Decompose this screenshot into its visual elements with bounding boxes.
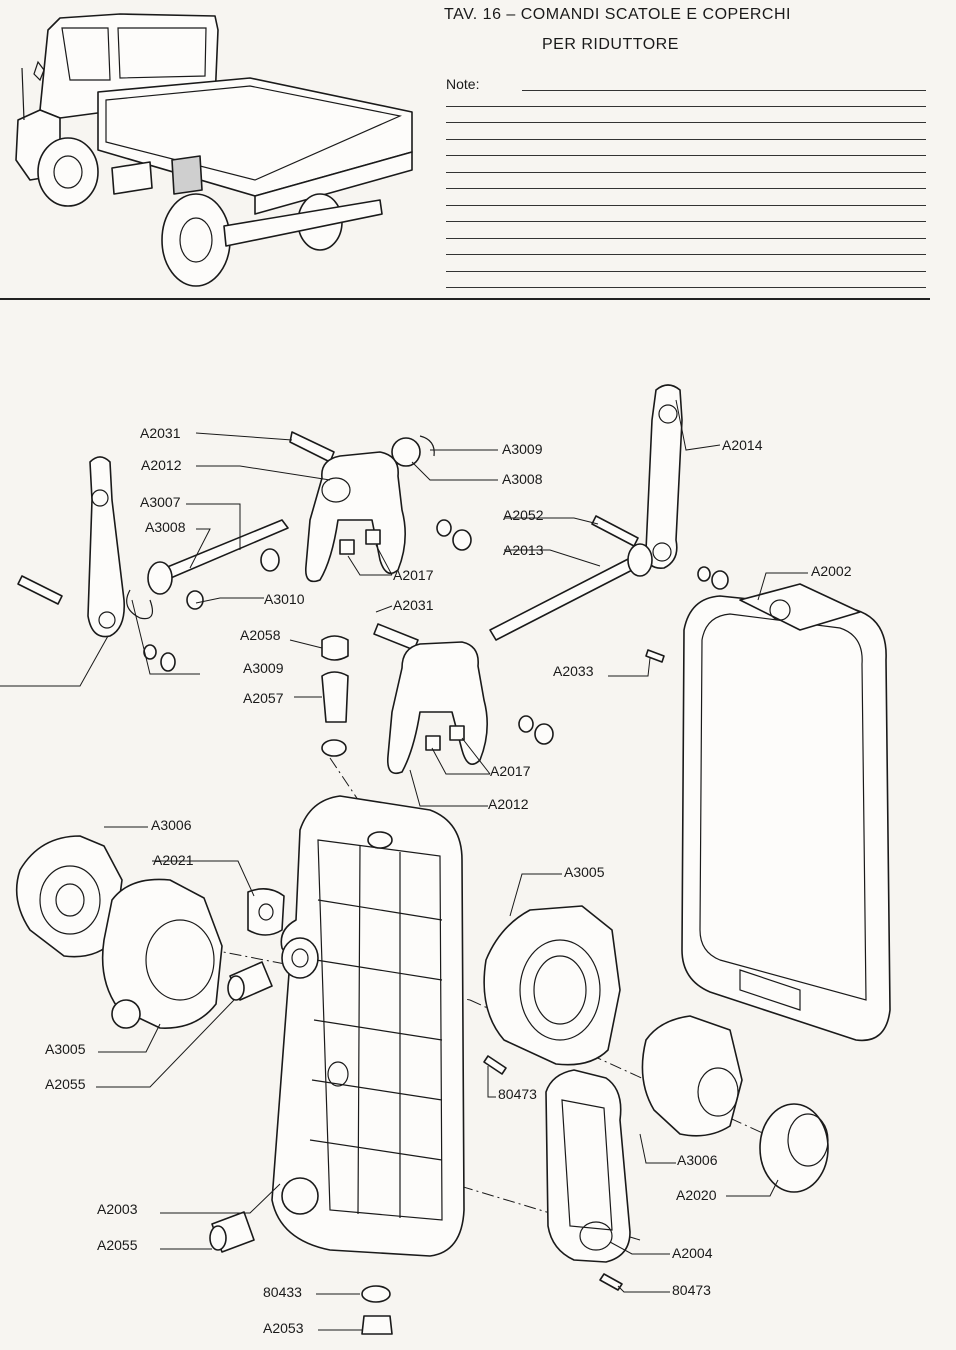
- label-a3006-right: A3006: [677, 1152, 718, 1168]
- label-a3009-right: A3009: [502, 441, 543, 457]
- note-line: [446, 172, 926, 173]
- cover-a2004: [545, 1069, 631, 1263]
- notes-label: Note:: [446, 76, 480, 92]
- label-a3008-left: A3008: [145, 519, 186, 535]
- cover-a2002: [681, 583, 891, 1042]
- note-line: [446, 155, 926, 156]
- note-line: [446, 254, 926, 255]
- note-line: [446, 287, 926, 288]
- left-bearing-group: [15, 835, 285, 1253]
- label-a2058: A2058: [240, 627, 281, 643]
- part-labels: A2031 A2012 A3007 A3008 A3010 A2058 A300…: [45, 425, 852, 1336]
- note-line: [446, 139, 926, 140]
- note-line: [522, 90, 926, 91]
- label-a2013: A2013: [503, 542, 544, 558]
- label-a2004: A2004: [672, 1245, 713, 1261]
- header: TAV. 16 – COMANDI SCATOLE E COPERCHI PER…: [0, 0, 956, 302]
- note-line: [446, 188, 926, 189]
- right-lever-assembly: [489, 384, 729, 663]
- label-a2020: A2020: [676, 1187, 717, 1203]
- label-a3005-right: A3005: [564, 864, 605, 880]
- note-line: [446, 122, 926, 123]
- note-line: [446, 106, 926, 107]
- label-a2002: A2002: [811, 563, 852, 579]
- plate-subtitle: PER RIDUTTORE: [542, 36, 679, 53]
- label-a2014: A2014: [722, 437, 763, 453]
- header-separator: [0, 298, 930, 300]
- label-a3006-left: A3006: [151, 817, 192, 833]
- label-a2033: A2033: [553, 663, 594, 679]
- label-a3009-left: A3009: [243, 660, 284, 676]
- label-a2021: A2021: [153, 852, 194, 868]
- label-a2057: A2057: [243, 690, 284, 706]
- plate-title: TAV. 16 – COMANDI SCATOLE E COPERCHI: [444, 6, 791, 23]
- label-80433: 80433: [263, 1284, 302, 1300]
- output-flange-a3006: [641, 1015, 829, 1193]
- leader-lines: [0, 399, 808, 1331]
- label-80473-low: 80473: [672, 1282, 711, 1298]
- note-line: [446, 238, 926, 239]
- upper-shift-fork: [289, 431, 472, 583]
- label-a2052: A2052: [503, 507, 544, 523]
- label-a3008-right: A3008: [502, 471, 543, 487]
- label-a2055-upper: A2055: [45, 1076, 86, 1092]
- label-a2031-mid: A2031: [393, 597, 434, 613]
- label-a2017-mid: A2017: [490, 763, 531, 779]
- right-bearing-a3005: [483, 905, 621, 1066]
- truck-illustration: [15, 13, 413, 287]
- small-parts: [361, 1055, 623, 1335]
- left-lever-assembly: [17, 456, 289, 672]
- label-a2017-top: A2017: [393, 567, 434, 583]
- label-a2012-mid: A2012: [488, 796, 529, 812]
- label-a2053: A2053: [263, 1320, 304, 1336]
- label-a2012-top: A2012: [141, 457, 182, 473]
- note-line: [446, 271, 926, 272]
- label-a2003: A2003: [97, 1201, 138, 1217]
- label-a2055-lower: A2055: [97, 1237, 138, 1253]
- label-a3010: A3010: [264, 591, 305, 607]
- label-80473-mid: 80473: [498, 1086, 537, 1102]
- label-a3005-left: A3005: [45, 1041, 86, 1057]
- note-line: [446, 221, 926, 222]
- label-a3007: A3007: [140, 494, 181, 510]
- label-a2031-top: A2031: [140, 425, 181, 441]
- housing-a2003: [271, 795, 465, 1257]
- note-line: [446, 205, 926, 206]
- middle-shift-fork: [321, 623, 554, 775]
